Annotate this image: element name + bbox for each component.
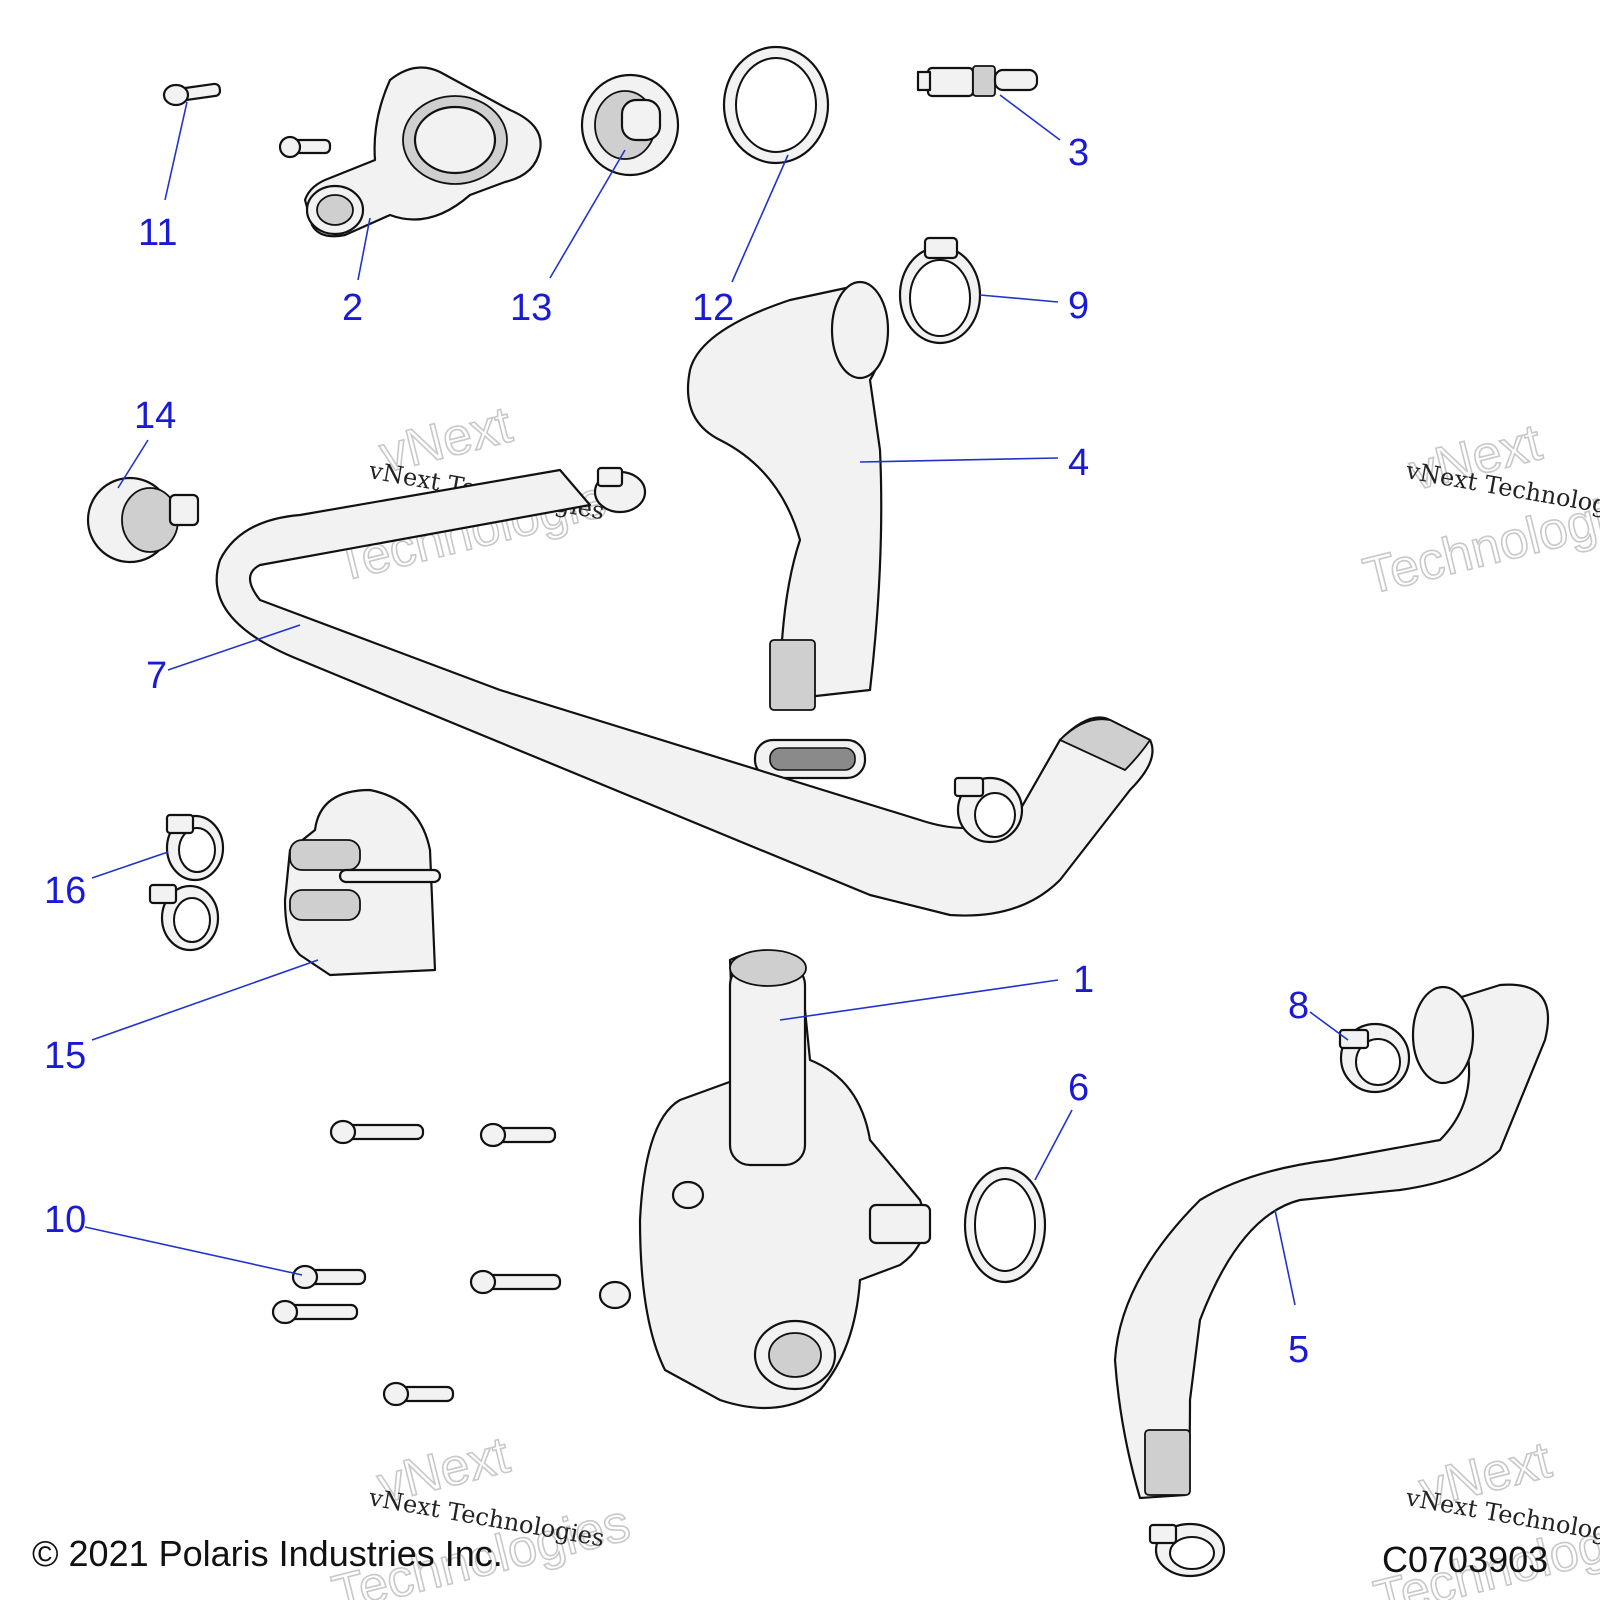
elbow-hose-15 [283,788,442,977]
callout-2: 2 [342,287,363,329]
thermostat [580,73,680,177]
seal-ring-12 [722,45,830,165]
callout-4: 4 [1068,442,1089,484]
callout-10: 10 [44,1199,86,1241]
hose-clamp [593,466,647,514]
callout-9: 9 [1068,285,1089,327]
callout-1: 1 [1073,959,1094,1001]
bypass-hose [215,468,1154,917]
copyright-notice: © 2021 Polaris Industries Inc. [32,1533,503,1574]
drawing-code: C0703903 [1382,1539,1548,1580]
upper-hose [686,280,890,711]
bolt-11 [162,82,222,107]
callout-16: 16 [44,870,86,912]
hose-clamp [1148,1522,1226,1578]
callout-11: 11 [138,212,177,254]
seal-ring-6 [963,1166,1047,1284]
callout-12: 12 [692,287,734,329]
callout-3: 3 [1068,132,1089,174]
callout-6: 6 [1068,1067,1089,1109]
hose-clamp-9 [898,236,982,345]
callout-13: 13 [510,287,552,329]
leader-lines [84,94,1349,1306]
callout-8: 8 [1288,985,1309,1027]
callout-14: 14 [134,395,176,437]
temperature-sensor [916,65,1039,98]
hose-clamp-14 [86,476,200,564]
bolts-10 [271,1119,562,1407]
lower-hose [1113,983,1550,1500]
callout-5: 5 [1288,1329,1309,1371]
hose-clamp [953,776,1024,844]
hose-clamp-8 [1338,1022,1411,1094]
thermostat-housing [278,66,542,238]
hose-clamp [753,738,867,780]
callout-15: 15 [44,1035,86,1077]
hose-clamp-16 [148,813,225,952]
water-pump [598,949,932,1410]
callout-7: 7 [146,655,167,697]
